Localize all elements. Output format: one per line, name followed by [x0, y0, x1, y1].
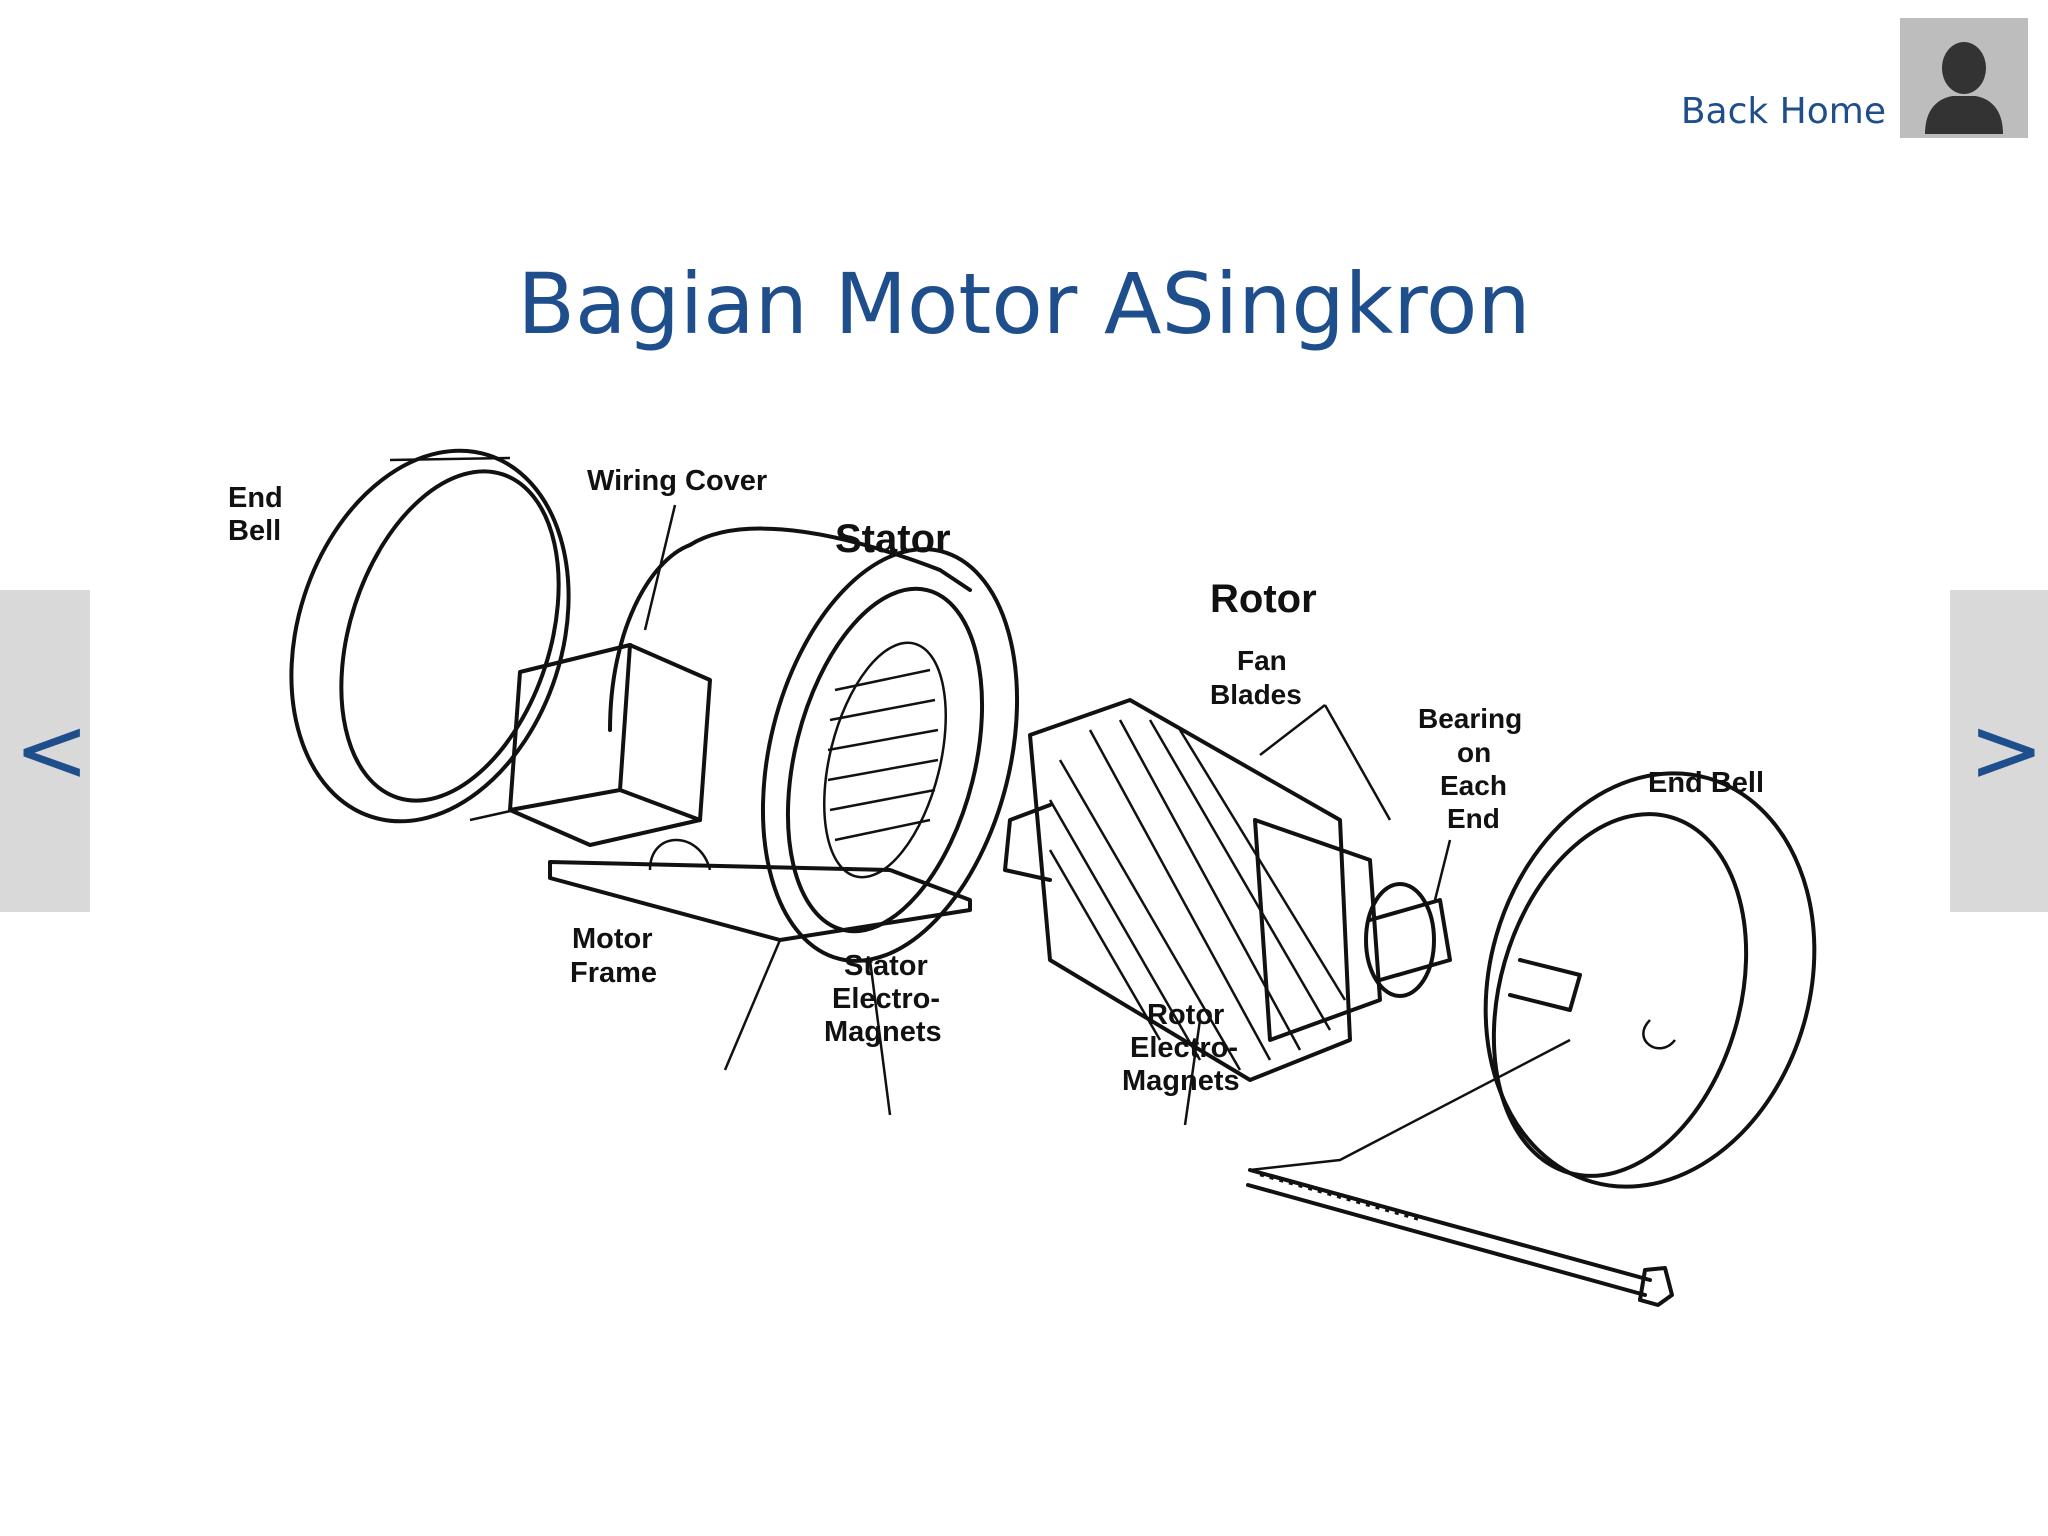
label-bearing-3: Each	[1440, 770, 1507, 801]
stator-drawing	[508, 526, 1020, 963]
end-bell-right-drawing	[1483, 771, 1817, 1189]
label-motor-frame-2: Frame	[570, 957, 657, 989]
label-rotor-em-1: Rotor	[1147, 999, 1224, 1031]
label-wiring-cover: Wiring Cover	[587, 465, 767, 497]
label-stator-em-2: Electro-	[832, 983, 940, 1015]
label-bearing-1: Bearing	[1418, 703, 1522, 734]
user-silhouette-icon	[1925, 42, 2003, 134]
label-bearing-4: End	[1447, 803, 1500, 834]
motor-exploded-diagram: End Bell Wiring Cover Stator Rotor Fan B…	[90, 400, 1950, 1510]
leader-lines	[643, 504, 1571, 1172]
diagram-svg: End Bell Wiring Cover Stator Rotor Fan B…	[228, 448, 1817, 1307]
label-fan-blades-1: Fan	[1237, 645, 1287, 676]
label-rotor-em-2: Electro-	[1130, 1032, 1238, 1064]
label-rotor-em-3: Magnets	[1122, 1065, 1240, 1097]
rotor-drawing	[1003, 698, 1452, 1082]
label-end-bell-left-2: Bell	[228, 515, 281, 547]
label-rotor: Rotor	[1210, 577, 1317, 621]
label-stator-em-3: Magnets	[824, 1016, 942, 1048]
next-slide-button[interactable]: >	[1950, 590, 2048, 912]
slide-title: Bagian Motor ASingkron	[517, 255, 1531, 353]
label-fan-blades-2: Blades	[1210, 679, 1302, 710]
label-stator: Stator	[835, 517, 951, 561]
label-end-bell-left-1: End	[228, 482, 283, 514]
label-stator-em-1: Stator	[844, 950, 928, 982]
header-bar: Back Home	[1681, 18, 2028, 138]
bolt-drawing	[1246, 1168, 1674, 1307]
end-bell-left-drawing	[289, 448, 571, 824]
prev-slide-button[interactable]: <	[0, 590, 90, 912]
label-end-bell-right: End Bell	[1648, 767, 1764, 799]
back-home-link[interactable]: Back Home	[1680, 91, 1886, 132]
label-bearing-2: on	[1457, 737, 1491, 768]
label-motor-frame-1: Motor	[572, 923, 653, 955]
avatar[interactable]	[1900, 18, 2028, 138]
diagram-labels: End Bell Wiring Cover Stator Rotor Fan B…	[228, 465, 1764, 1097]
